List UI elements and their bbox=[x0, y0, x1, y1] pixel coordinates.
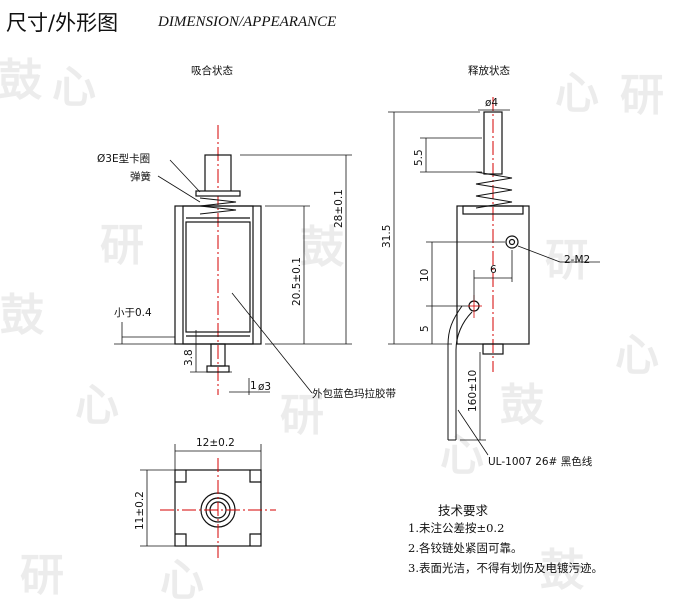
e-ring-label: Ø3E型卡圈 bbox=[97, 153, 151, 165]
svg-text:心: 心 bbox=[555, 68, 599, 119]
requirement-item-2: 2.各铰链处紧固可靠。 bbox=[408, 541, 523, 555]
dim-phi3: ø3 bbox=[258, 381, 272, 393]
dim-5: 5 bbox=[419, 325, 431, 332]
dim-height-total: 28±0.1 bbox=[333, 189, 345, 228]
svg-text:心: 心 bbox=[52, 62, 96, 113]
svg-text:心: 心 bbox=[615, 330, 659, 381]
svg-text:研: 研 bbox=[545, 235, 589, 286]
attracted-state-view bbox=[114, 125, 352, 395]
bottom-view bbox=[140, 444, 276, 558]
spring-label: 弹簧 bbox=[130, 171, 151, 183]
svg-text:鼓: 鼓 bbox=[300, 222, 345, 273]
svg-text:鼓: 鼓 bbox=[0, 290, 45, 341]
svg-text:研: 研 bbox=[100, 220, 144, 271]
svg-text:研: 研 bbox=[620, 70, 664, 121]
dim-5-5: 5.5 bbox=[413, 149, 425, 166]
dim-160: 160±10 bbox=[467, 369, 479, 412]
less-than-label: 小于0.4 bbox=[114, 307, 152, 319]
dim-small-1: 1 bbox=[250, 380, 257, 392]
requirements-title: 技术要求 bbox=[438, 503, 489, 518]
page-title-en: DIMENSION/APPEARANCE bbox=[158, 14, 337, 30]
attracted-state-label: 吸合状态 bbox=[191, 65, 233, 77]
logo-watermark: 鼓 心 研 心 鼓 研 鼓 研 心 鼓 研 心 心 心 研 鼓 bbox=[0, 55, 664, 601]
dim-6: 6 bbox=[490, 264, 497, 276]
wire-label: UL-1007 26# 黑色线 bbox=[488, 456, 593, 468]
svg-text:研: 研 bbox=[280, 390, 324, 441]
tape-note: 外包蓝色玛拉胶带 bbox=[312, 388, 396, 400]
dim-phi4: ø4 bbox=[485, 97, 499, 109]
svg-text:鼓: 鼓 bbox=[540, 545, 585, 596]
released-state-label: 释放状态 bbox=[468, 65, 510, 77]
requirement-item-1: 1.未注公差按±0.2 bbox=[408, 521, 505, 535]
svg-text:研: 研 bbox=[20, 550, 64, 601]
thread-label: 2-M2 bbox=[564, 254, 591, 266]
dim-body-height: 20.5±0.1 bbox=[291, 257, 303, 306]
page-title-cn: 尺寸/外形图 bbox=[6, 11, 119, 35]
dim-width: 12±0.2 bbox=[196, 437, 235, 449]
svg-text:心: 心 bbox=[75, 380, 119, 431]
released-state-view bbox=[388, 97, 600, 456]
dim-height: 11±0.2 bbox=[134, 491, 146, 530]
svg-text:心: 心 bbox=[160, 555, 204, 601]
svg-text:鼓: 鼓 bbox=[500, 380, 545, 431]
dim-31-5: 31.5 bbox=[381, 224, 393, 248]
svg-text:心: 心 bbox=[440, 430, 484, 481]
dim-plunger-ext: 3.8 bbox=[183, 349, 195, 366]
dim-10: 10 bbox=[419, 268, 431, 282]
svg-text:鼓: 鼓 bbox=[0, 55, 43, 106]
requirement-item-3: 3.表面光洁，不得有划伤及电镀污迹。 bbox=[408, 561, 603, 575]
